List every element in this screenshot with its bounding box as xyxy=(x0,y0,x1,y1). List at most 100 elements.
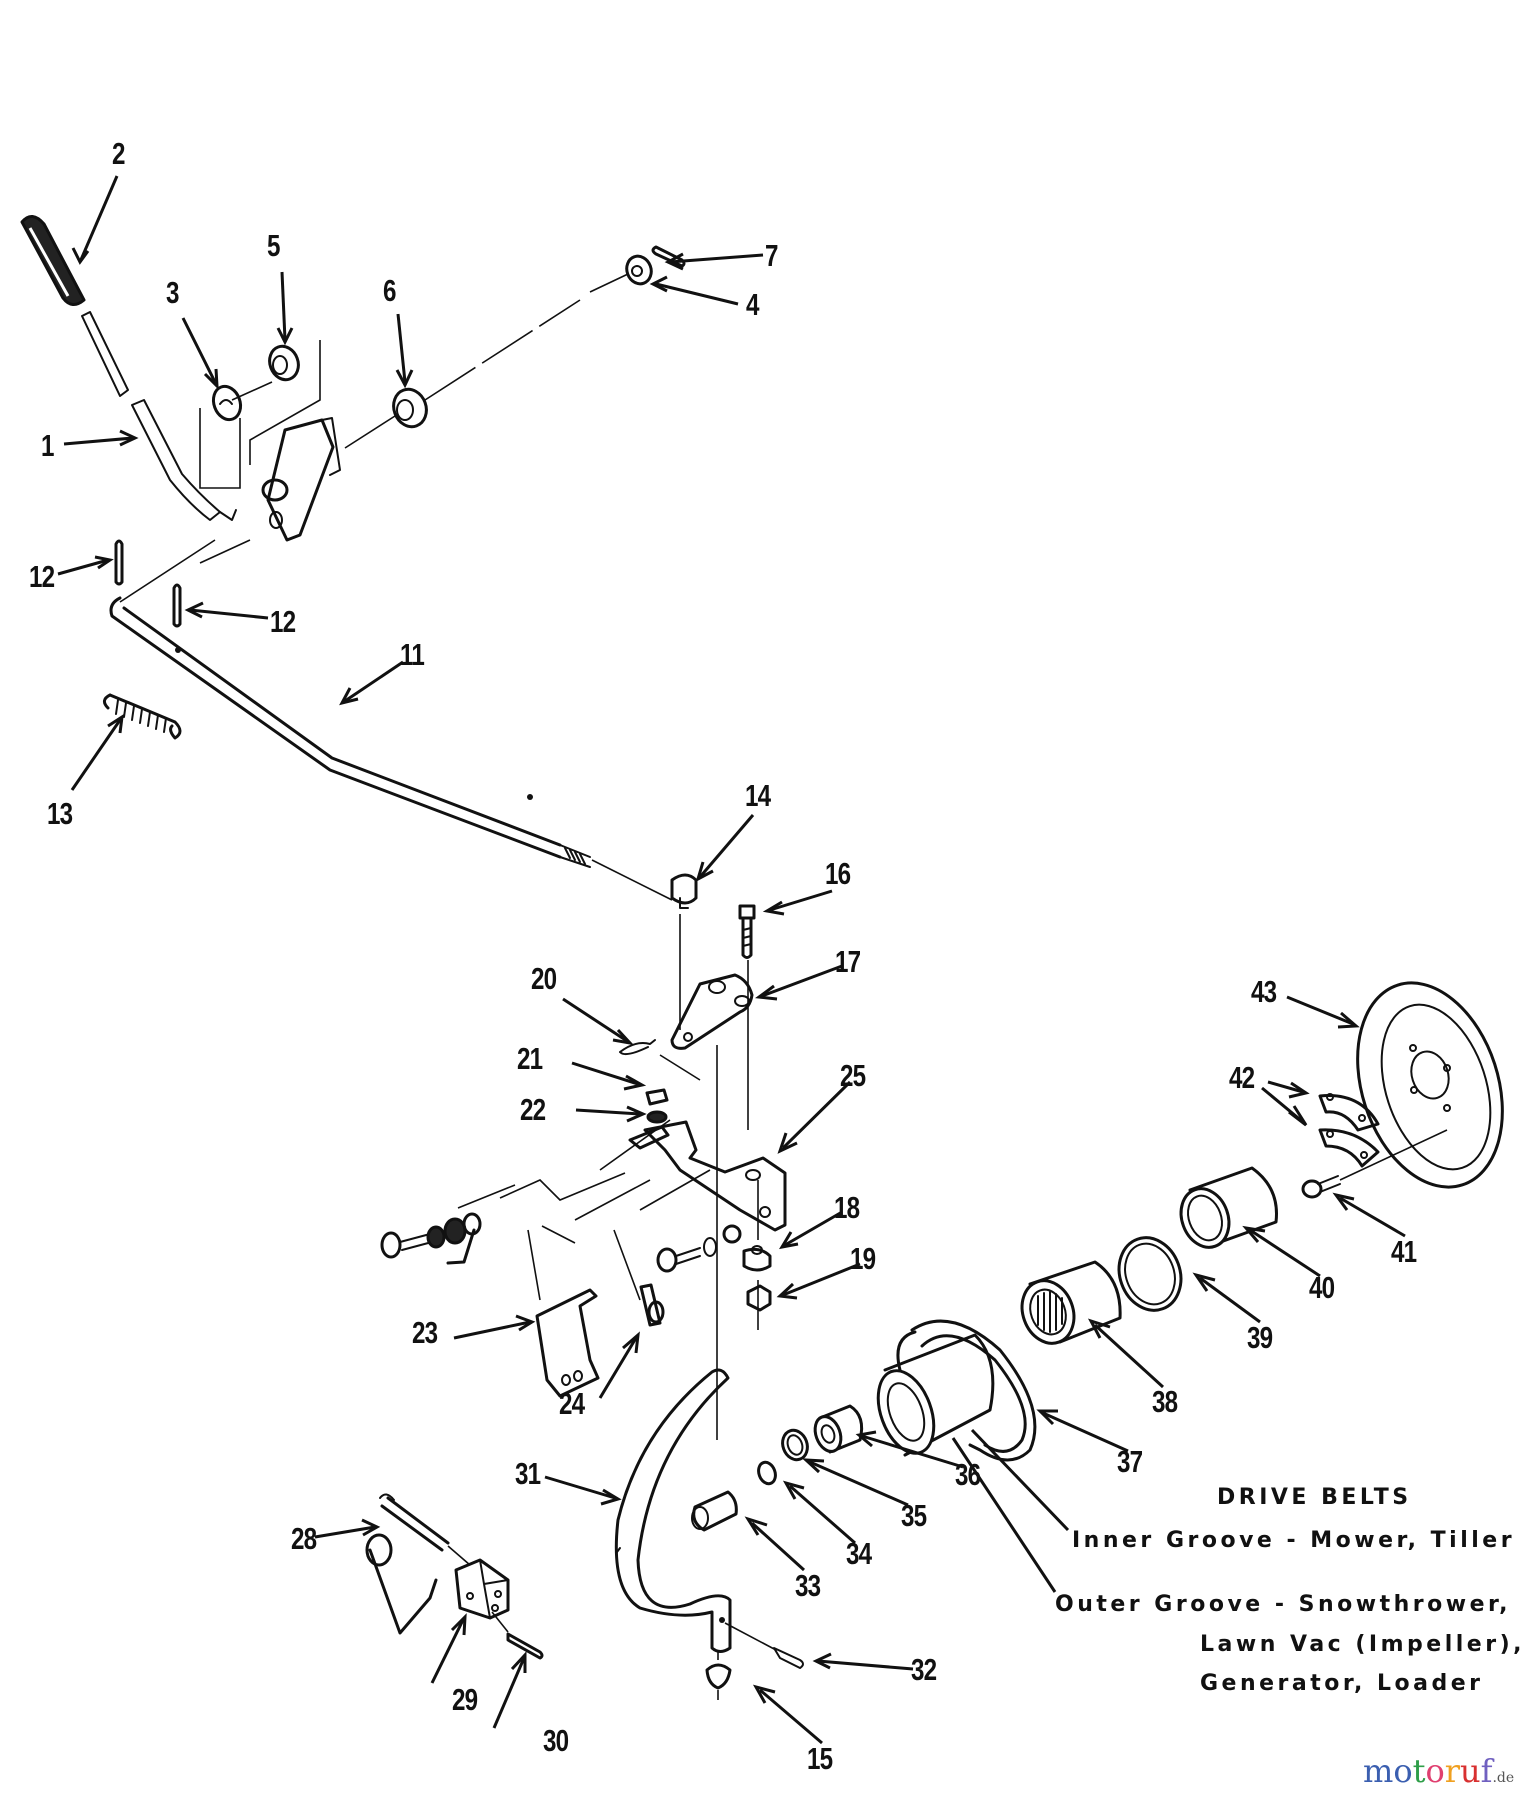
leader-outer-groove xyxy=(951,1437,1057,1593)
watermark-letter: m xyxy=(1363,1752,1394,1790)
part-label: 24 xyxy=(559,1386,585,1421)
part-2-grip xyxy=(20,215,86,306)
part-33-swivel xyxy=(691,1490,738,1532)
part-label: 40 xyxy=(1309,1270,1335,1305)
part-label: 29 xyxy=(452,1682,478,1717)
part-label: 11 xyxy=(400,637,425,672)
part-6-bushing xyxy=(392,387,428,429)
inner-groove-note: Inner Groove - Mower, Tiller xyxy=(1072,1528,1516,1553)
part-label: 2 xyxy=(112,136,125,171)
leader-inner-groove xyxy=(970,1428,1070,1532)
part-43-pulley xyxy=(1356,981,1504,1189)
assembly-line xyxy=(499,914,759,1440)
part-28-spring xyxy=(365,1493,471,1635)
part-15-cap xyxy=(705,1650,732,1700)
part-label: 39 xyxy=(1247,1320,1273,1355)
part-5-bushing xyxy=(268,344,300,382)
part-label: 43 xyxy=(1251,974,1277,1009)
watermark-letter: t xyxy=(1412,1752,1426,1790)
part-19-nut xyxy=(746,1284,772,1312)
assembly-line xyxy=(119,539,251,603)
part-34-washer xyxy=(757,1460,777,1486)
outer-groove-note-line2: Lawn Vac (Impeller), xyxy=(1200,1632,1525,1657)
part-label: 12 xyxy=(29,559,55,594)
part-37-pulley-hub xyxy=(876,1319,1037,1462)
part-25-bracket xyxy=(628,1120,787,1232)
part-12-cotter-pin xyxy=(172,583,182,628)
part-label: 41 xyxy=(1391,1234,1417,1269)
assembly-line xyxy=(457,1184,641,1301)
watermark-suffix: .de xyxy=(1492,1770,1515,1786)
part-label: 20 xyxy=(531,961,557,996)
part-label: 12 xyxy=(270,604,296,639)
bolt-assembly-left xyxy=(380,1212,482,1265)
part-label: 21 xyxy=(517,1041,543,1076)
part-label: 13 xyxy=(47,796,73,831)
part-32-hairpin xyxy=(724,1622,804,1669)
part-label: 14 xyxy=(745,778,771,813)
part-label: 32 xyxy=(911,1652,937,1687)
part-label: 33 xyxy=(795,1568,821,1603)
part-29-block xyxy=(454,1558,510,1620)
part-label: 1 xyxy=(41,428,54,463)
part-36-bearing xyxy=(813,1404,864,1454)
part-label: 36 xyxy=(955,1457,981,1492)
part-label: 23 xyxy=(412,1315,438,1350)
part-label: 17 xyxy=(835,944,861,979)
part-39-ring xyxy=(1117,1236,1183,1312)
part-label: 3 xyxy=(166,275,179,310)
watermark-letter: r xyxy=(1444,1752,1461,1790)
part-label: 25 xyxy=(840,1058,866,1093)
watermark-letter: f xyxy=(1480,1752,1493,1790)
part-31-clutch-arm xyxy=(614,1368,732,1653)
part-20-hairpin xyxy=(619,1039,656,1056)
part-38-needle-bearing xyxy=(1020,1260,1122,1345)
part-24-bolt xyxy=(639,1283,665,1327)
part-21-nut xyxy=(645,1088,669,1106)
part-label: 31 xyxy=(515,1456,541,1491)
part-label: 38 xyxy=(1152,1384,1178,1419)
part-3-clip xyxy=(211,384,243,422)
part-14-swivel xyxy=(670,873,698,909)
part-label: 22 xyxy=(520,1092,546,1127)
part-22-washer xyxy=(646,1110,668,1124)
assembly-line xyxy=(231,381,273,401)
part-label: 35 xyxy=(901,1498,927,1533)
part-1-lever xyxy=(81,311,237,521)
part-label: 42 xyxy=(1229,1060,1255,1095)
part-23-bracket xyxy=(535,1288,600,1398)
outer-groove-note-line3: Generator, Loader xyxy=(1200,1671,1484,1696)
part-label: 19 xyxy=(850,1241,876,1276)
part-42-clamp xyxy=(1318,1093,1380,1132)
part-label: 37 xyxy=(1117,1444,1143,1479)
drive-belts-title: DRIVE BELTS xyxy=(1217,1485,1412,1510)
part-label: 5 xyxy=(267,228,280,263)
part-label: 15 xyxy=(807,1741,833,1776)
part-18-locknut xyxy=(742,1245,772,1272)
part-16-bolt xyxy=(738,904,756,959)
watermark-letter: o xyxy=(1425,1752,1445,1790)
part-30-pin xyxy=(491,1611,544,1660)
part-42-clamp xyxy=(1318,1128,1380,1168)
part-label: 30 xyxy=(543,1723,569,1758)
part-35-snap-ring xyxy=(781,1428,809,1462)
part-label: 6 xyxy=(383,273,396,308)
assembly-line xyxy=(344,273,629,449)
part-label: 18 xyxy=(834,1190,860,1225)
part-12-cotter-pin xyxy=(114,539,124,586)
label-arrows xyxy=(57,175,1406,1745)
bolt-assembly-center xyxy=(656,1224,742,1273)
assembly-line xyxy=(199,340,321,489)
watermark-logo: motoruf.de xyxy=(1363,1755,1514,1787)
part-4-washer xyxy=(625,254,653,286)
part-label: 7 xyxy=(765,238,778,273)
pivot-bracket xyxy=(261,417,341,542)
part-40-sleeve xyxy=(1179,1166,1278,1249)
part-label: 16 xyxy=(825,856,851,891)
part-label: 4 xyxy=(746,287,759,322)
part-17-plate xyxy=(670,973,754,1050)
part-11-rod xyxy=(109,596,673,901)
watermark-letter: o xyxy=(1393,1752,1413,1790)
